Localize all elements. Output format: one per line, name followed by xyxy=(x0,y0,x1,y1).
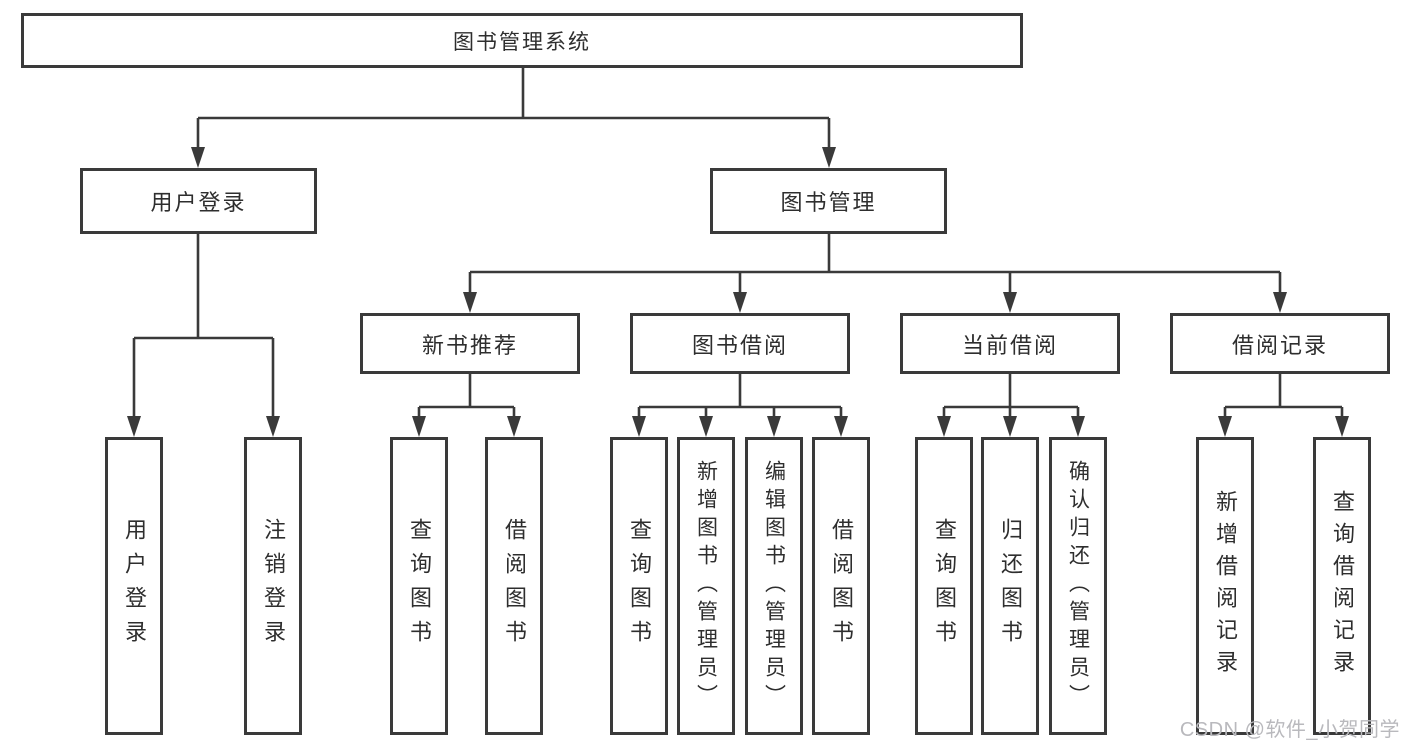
node-current-borrowing: 当前借阅 xyxy=(900,313,1120,374)
node-label: 图书借阅 xyxy=(691,332,788,358)
node-book-management-module: 图书管理 xyxy=(710,168,947,234)
leaf-user-login: 用户登录 xyxy=(105,437,163,735)
leaf-label: 新增借阅记录 xyxy=(1213,490,1238,682)
node-label: 图书管理 xyxy=(780,190,877,215)
leaf-label: 查询图书 xyxy=(407,518,432,654)
leaf-current-confirm-return-admin: 确认归还（管理员） xyxy=(1049,437,1107,735)
leaf-label: 查询图书 xyxy=(627,518,652,654)
leaf-borrowing-query-books: 查询图书 xyxy=(610,437,668,735)
leaf-label: 归还图书 xyxy=(998,518,1023,654)
leaf-label: 查询借阅记录 xyxy=(1330,490,1355,682)
leaf-label: 用户登录 xyxy=(122,518,147,654)
leaf-borrowing-borrow-books: 借阅图书 xyxy=(812,437,870,735)
leaf-newbooks-borrow-books: 借阅图书 xyxy=(485,437,543,735)
leaf-label: 查询图书 xyxy=(932,518,957,654)
leaf-records-query-record: 查询借阅记录 xyxy=(1313,437,1371,735)
node-label: 借阅记录 xyxy=(1231,332,1328,358)
leaf-label: 注销登录 xyxy=(261,518,286,654)
node-label: 用户登录 xyxy=(150,190,247,215)
leaf-label: 新增图书（管理员） xyxy=(694,460,718,712)
leaf-label: 确认归还（管理员） xyxy=(1066,460,1090,712)
leaf-label: 借阅图书 xyxy=(502,518,527,654)
csdn-watermark: CSDN @软件_小贺同学 xyxy=(1179,719,1400,741)
node-label: 当前借阅 xyxy=(961,332,1058,358)
leaf-newbooks-query-books: 查询图书 xyxy=(390,437,448,735)
leaf-logout: 注销登录 xyxy=(244,437,302,735)
node-label: 新书推荐 xyxy=(421,332,518,358)
leaf-label: 编辑图书（管理员） xyxy=(762,460,786,712)
node-user-login-module: 用户登录 xyxy=(80,168,317,234)
arrowheads xyxy=(127,147,1349,437)
node-new-book-recommendation: 新书推荐 xyxy=(360,313,580,374)
leaf-borrowing-edit-books-admin: 编辑图书（管理员） xyxy=(745,437,803,735)
node-label: 图书管理系统 xyxy=(453,30,591,54)
leaf-records-add-record: 新增借阅记录 xyxy=(1196,437,1254,735)
leaf-borrowing-add-books-admin: 新增图书（管理员） xyxy=(677,437,735,735)
leaf-label: 借阅图书 xyxy=(829,518,854,654)
node-borrowing-records: 借阅记录 xyxy=(1170,313,1390,374)
leaf-current-query-books: 查询图书 xyxy=(915,437,973,735)
leaf-current-return-books: 归还图书 xyxy=(981,437,1039,735)
node-book-borrowing: 图书借阅 xyxy=(630,313,850,374)
node-root-system: 图书管理系统 xyxy=(21,13,1023,68)
